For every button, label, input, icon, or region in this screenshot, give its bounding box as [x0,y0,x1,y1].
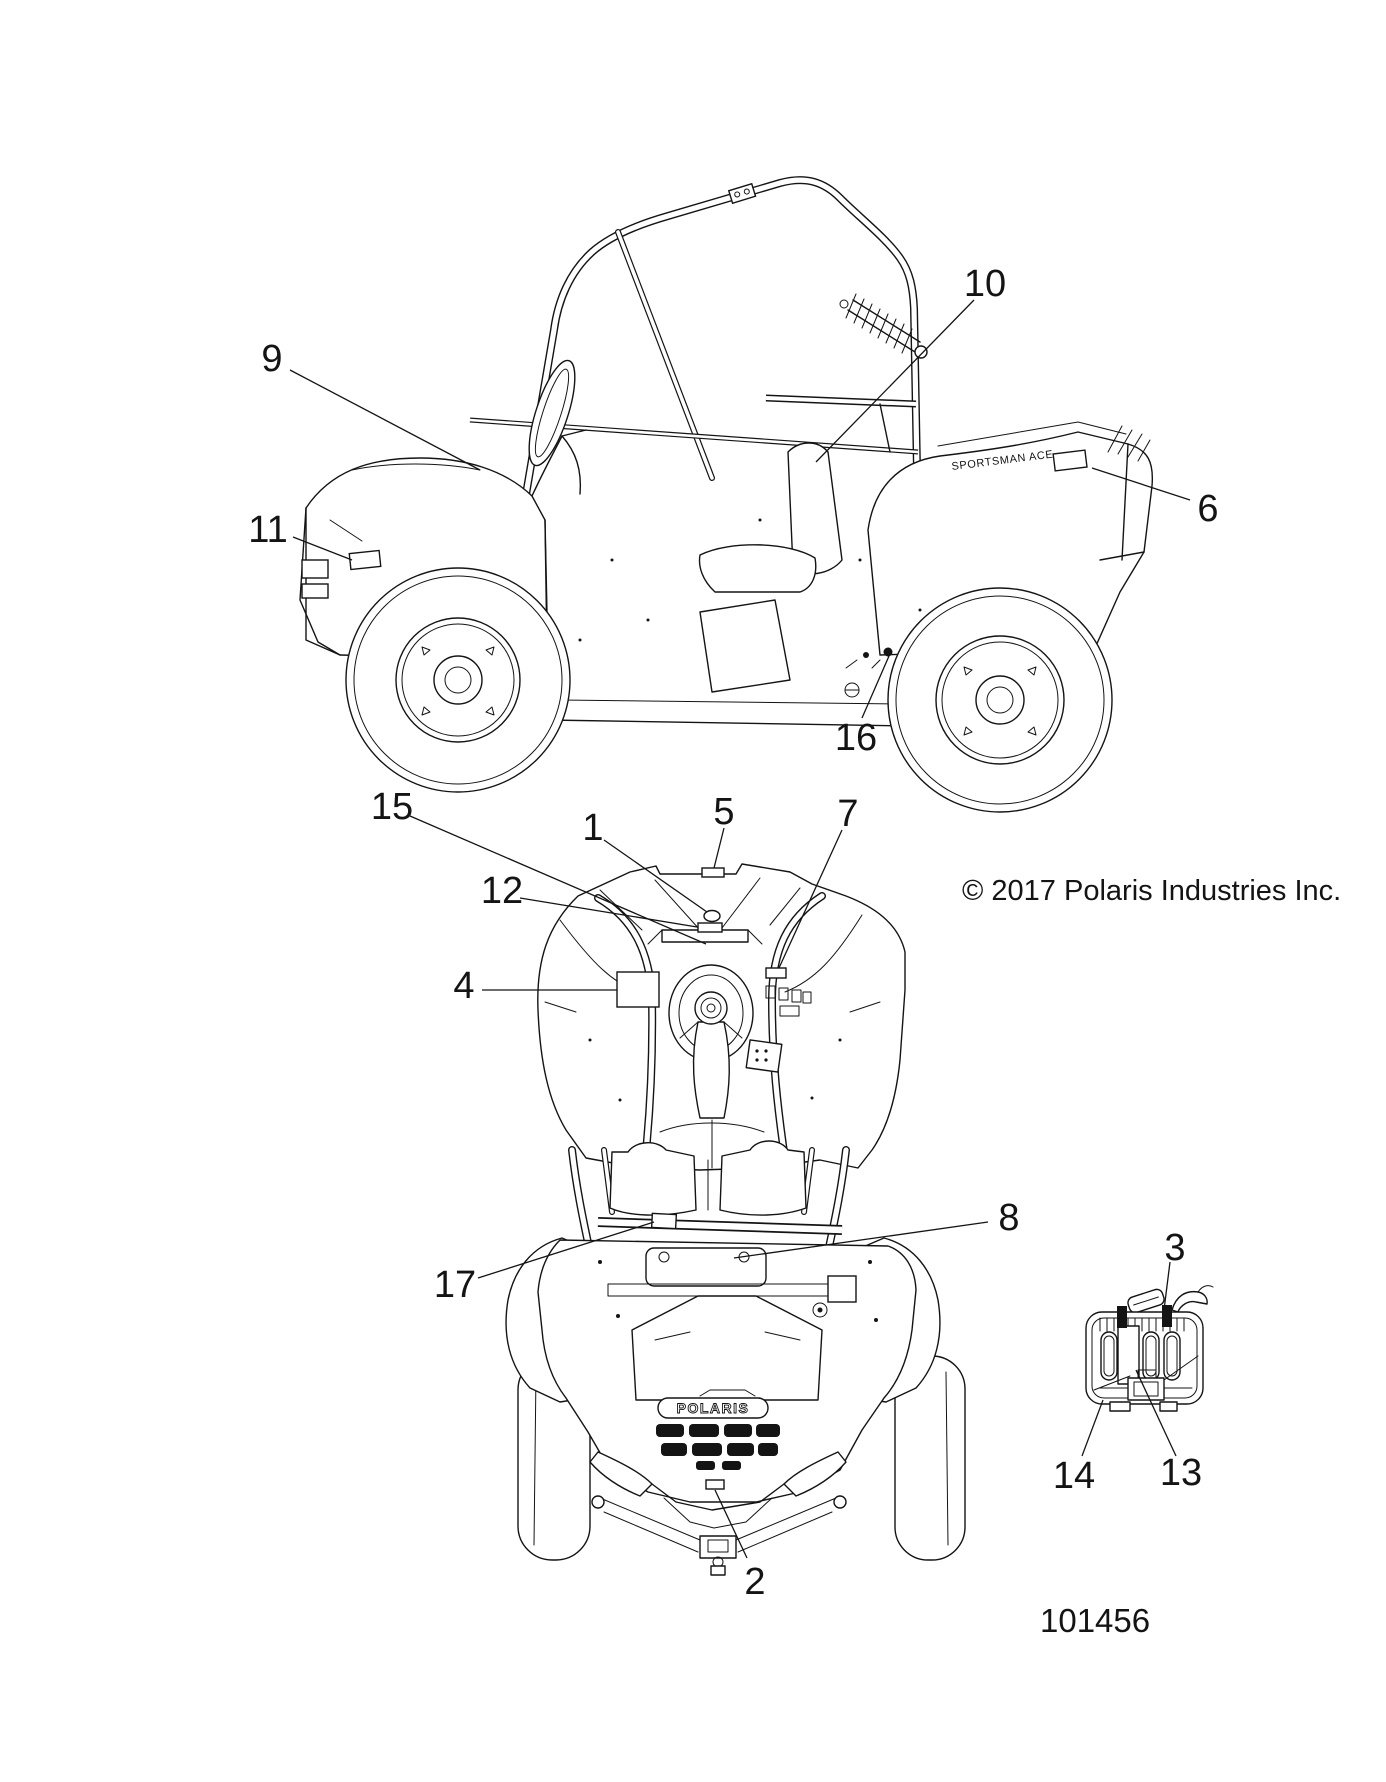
callout-label-10: 10 [964,263,1006,305]
leader-line-17 [477,1221,655,1279]
leader-line-7 [778,829,843,969]
copyright-text: © 2017 Polaris Industries Inc. [962,875,1341,907]
front-top-view-drawing [537,863,906,1171]
callout-label-13: 13 [1160,1452,1202,1494]
callout-label-8: 8 [998,1197,1019,1239]
leader-line-15 [409,815,707,945]
decal-12-target [697,922,723,933]
seat-back-right [719,1140,807,1216]
decal-2-target [705,1479,725,1490]
decal-4-target [616,971,660,1008]
side-front-wheel [345,567,571,793]
callout-label-2: 2 [744,1561,765,1603]
leader-line-5 [713,827,725,869]
leader-line-9 [289,369,481,471]
part-detail-drawing [1085,1285,1214,1412]
decal-5-target [701,867,725,878]
leader-line-13 [1135,1369,1177,1457]
decal-11-target [348,549,382,571]
figure-number: 101456 [1040,1602,1150,1639]
leader-line-3 [1163,1261,1171,1311]
seat-cushion [698,544,817,593]
callout-label-17: 17 [434,1264,476,1306]
callout-labels: 9 11 10 6 16 15 1 5 7 12 4 17 8 2 3 13 1… [248,263,1218,1603]
part-bracket [1117,1325,1140,1385]
decal-17-target [650,1212,678,1230]
rear-view-drawing: POLARIS [505,1140,966,1576]
rear-fender [867,431,1154,656]
leader-line-14 [1081,1399,1104,1457]
front-steering-wheel [668,964,783,1119]
side-steering-wheel [528,359,576,467]
callout-label-1: 1 [582,807,603,849]
leader-line-12 [519,897,698,928]
callout-label-14: 14 [1053,1455,1095,1497]
callout-label-9: 9 [261,338,282,380]
callout-label-5: 5 [713,791,734,833]
decal-6-target [1052,449,1088,472]
leader-line-8 [733,1221,989,1259]
polaris-logo-text: POLARIS [677,1400,750,1416]
side-view-drawing: SPORTSMAN ACE [299,176,1154,813]
callout-label-12: 12 [481,870,523,912]
callout-label-11: 11 [248,509,287,551]
side-rear-wheel [887,587,1113,813]
leader-line-16 [861,655,890,719]
rear-shock [839,293,928,359]
callout-label-16: 16 [835,717,877,759]
callout-label-6: 6 [1197,488,1218,530]
decal-7-target [765,967,787,979]
leader-line-2 [714,1489,748,1559]
seat-back-left [609,1142,697,1216]
leader-line-11 [292,536,353,561]
callout-label-15: 15 [371,786,413,828]
leader-line-6 [1091,467,1191,501]
leader-lines [289,299,1191,1559]
decal-1-target [703,909,721,923]
rear-grille [656,1424,780,1470]
callout-label-7: 7 [837,793,858,835]
callout-label-4: 4 [453,965,474,1007]
cage-top-decal [727,182,757,205]
leader-line-10 [815,299,975,463]
decal-16-target [883,647,893,657]
callout-label-3: 3 [1164,1227,1185,1269]
leader-line-1 [603,839,708,913]
